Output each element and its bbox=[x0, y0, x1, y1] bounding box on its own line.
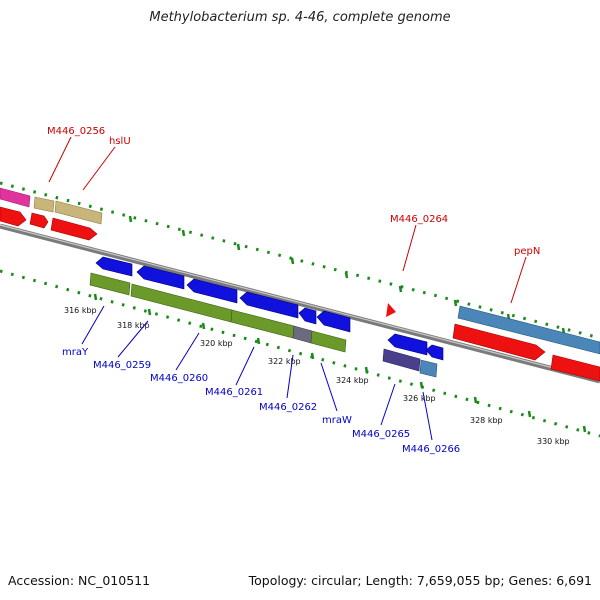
gene-label-m446-0256: M446_0256 bbox=[47, 126, 105, 137]
gene-label-mray: mraY bbox=[62, 347, 89, 358]
feature-m446-0260-gene bbox=[186, 278, 238, 304]
leader-line bbox=[422, 391, 433, 441]
feature-m446-0262-gene bbox=[298, 307, 317, 325]
tick-label-324: 324 kbp bbox=[336, 376, 369, 385]
genome-backbone bbox=[0, 223, 600, 384]
feature-mraw-gene bbox=[316, 310, 351, 333]
tick-mark bbox=[473, 396, 478, 404]
feature-m446-0256-gene bbox=[0, 206, 27, 227]
reverse-gene-labels: mraY M446_0259 M446_0260 M446_0261 M446_… bbox=[62, 305, 460, 455]
tick-mark bbox=[398, 285, 403, 293]
feature-m446-0256-region bbox=[0, 187, 31, 208]
feature-m446-0259-gene bbox=[136, 265, 185, 290]
feature-pepn-gene-2 bbox=[550, 354, 600, 382]
tick-mark bbox=[290, 257, 295, 265]
gene-label-mraw: mraW bbox=[322, 415, 352, 426]
gene-label-m446-0259: M446_0259 bbox=[93, 360, 151, 371]
genome-summary-text: Topology: circular; Length: 7,659,055 bp… bbox=[248, 573, 592, 588]
reverse-features bbox=[89, 256, 444, 378]
feature-hslu-gene-2 bbox=[50, 217, 98, 241]
tick-mark bbox=[527, 410, 532, 418]
feature-hslu-gene-1 bbox=[29, 212, 49, 229]
tick-mark bbox=[310, 352, 315, 360]
tick-label-322: 322 kbp bbox=[268, 357, 301, 366]
upper-major-ticks bbox=[128, 215, 566, 335]
accession-text: Accession: NC_010511 bbox=[8, 573, 151, 588]
gene-label-hslu: hslU bbox=[109, 136, 131, 147]
feature-hslu-region-2 bbox=[54, 200, 103, 225]
gene-label-m446-0262: M446_0262 bbox=[259, 402, 317, 413]
forward-gene-labels: M446_0256 hslU M446_0264 pepN bbox=[47, 126, 540, 304]
leader-line bbox=[48, 136, 72, 183]
tick-mark bbox=[147, 308, 152, 316]
tick-mark bbox=[236, 243, 241, 251]
leader-line bbox=[235, 346, 255, 386]
forward-features bbox=[0, 187, 600, 382]
feature-mraw-region bbox=[310, 330, 347, 353]
gene-label-pepn: pepN bbox=[514, 246, 540, 257]
leader-line bbox=[117, 320, 149, 358]
feature-m446-0266-region bbox=[419, 359, 438, 378]
tick-mark bbox=[93, 293, 98, 301]
gene-label-m446-0266: M446_0266 bbox=[402, 444, 460, 455]
tick-mark bbox=[128, 215, 133, 223]
tick-mark bbox=[364, 366, 369, 374]
tick-mark bbox=[344, 271, 349, 279]
leader-line bbox=[82, 146, 116, 191]
leader-line bbox=[286, 354, 294, 399]
tick-mark bbox=[419, 381, 424, 389]
tick-mark bbox=[582, 425, 587, 433]
leader-line bbox=[402, 224, 417, 272]
gene-label-m446-0260: M446_0260 bbox=[150, 373, 208, 384]
feature-pepn-region bbox=[457, 305, 600, 355]
gene-label-m446-0261: M446_0261 bbox=[205, 387, 263, 398]
tick-label-316: 316 kbp bbox=[64, 306, 97, 315]
tick-label-318: 318 kbp bbox=[117, 321, 150, 330]
feature-m446-0264-gene bbox=[386, 303, 396, 317]
leader-line bbox=[320, 362, 338, 412]
tick-mark bbox=[201, 322, 206, 330]
feature-hslu-region-1 bbox=[33, 196, 55, 213]
tick-label-330: 330 kbp bbox=[537, 437, 570, 446]
tick-label-326: 326 kbp bbox=[403, 394, 436, 403]
feature-m446-0262-region bbox=[292, 325, 313, 344]
tick-mark bbox=[453, 299, 458, 307]
tick-label-320: 320 kbp bbox=[200, 339, 233, 348]
scale-labels: 316 kbp 318 kbp 320 kbp 322 kbp 324 kbp … bbox=[64, 306, 570, 446]
map-title: Methylobacterium sp. 4-46, complete geno… bbox=[149, 10, 451, 25]
leader-line bbox=[380, 383, 396, 426]
gene-label-m446-0265: M446_0265 bbox=[352, 429, 410, 440]
gene-label-m446-0264: M446_0264 bbox=[390, 214, 448, 225]
tick-mark bbox=[256, 337, 261, 345]
leader-line bbox=[510, 256, 527, 304]
feature-pepn-gene-1 bbox=[452, 323, 546, 361]
feature-m446-0261-gene bbox=[239, 291, 299, 319]
tick-label-328: 328 kbp bbox=[470, 416, 503, 425]
feature-m446-0265-region bbox=[382, 348, 421, 372]
lower-dotted-guide bbox=[0, 269, 600, 438]
leader-line bbox=[81, 305, 105, 345]
lower-major-ticks bbox=[93, 293, 587, 433]
feature-mray-region bbox=[89, 272, 131, 296]
feature-m446-0265-gene bbox=[387, 333, 428, 356]
tick-mark bbox=[181, 229, 186, 237]
feature-m446-0266-gene bbox=[425, 344, 444, 361]
feature-mray-gene bbox=[95, 256, 133, 277]
leader-line bbox=[175, 332, 200, 371]
